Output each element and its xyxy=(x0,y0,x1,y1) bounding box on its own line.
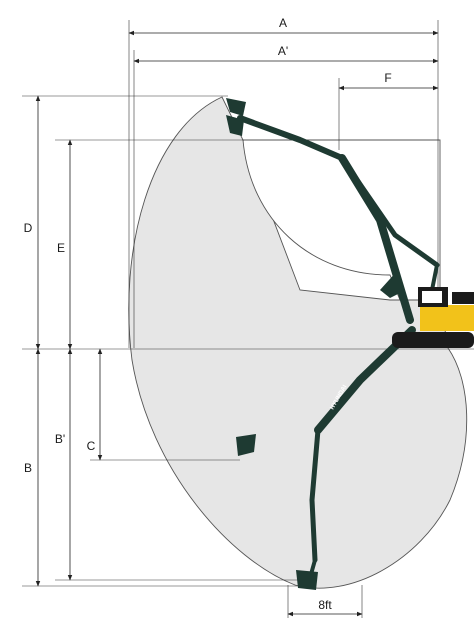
engine-hood xyxy=(452,292,474,304)
label-d: D xyxy=(24,221,33,235)
bucket-upper-curled xyxy=(226,98,246,116)
digging-envelope xyxy=(128,96,468,589)
cab-window xyxy=(422,291,442,303)
label-a-prime: A' xyxy=(278,44,288,58)
label-8ft: 8ft xyxy=(318,598,332,612)
track xyxy=(392,332,474,348)
boom-upper-position: HYUNDAI xyxy=(226,98,440,324)
label-a: A xyxy=(279,16,287,30)
bucket-upper-open xyxy=(226,115,244,136)
label-b: B xyxy=(24,461,32,475)
bucket-mid xyxy=(380,270,402,298)
label-e: E xyxy=(57,241,65,255)
upper-structure xyxy=(420,305,474,331)
excavator-body xyxy=(392,287,474,348)
bucket-deep xyxy=(296,570,318,590)
label-c: C xyxy=(87,439,96,453)
label-f: F xyxy=(384,71,391,85)
bucket-c-position xyxy=(236,434,256,456)
label-b-prime: B' xyxy=(55,432,65,446)
